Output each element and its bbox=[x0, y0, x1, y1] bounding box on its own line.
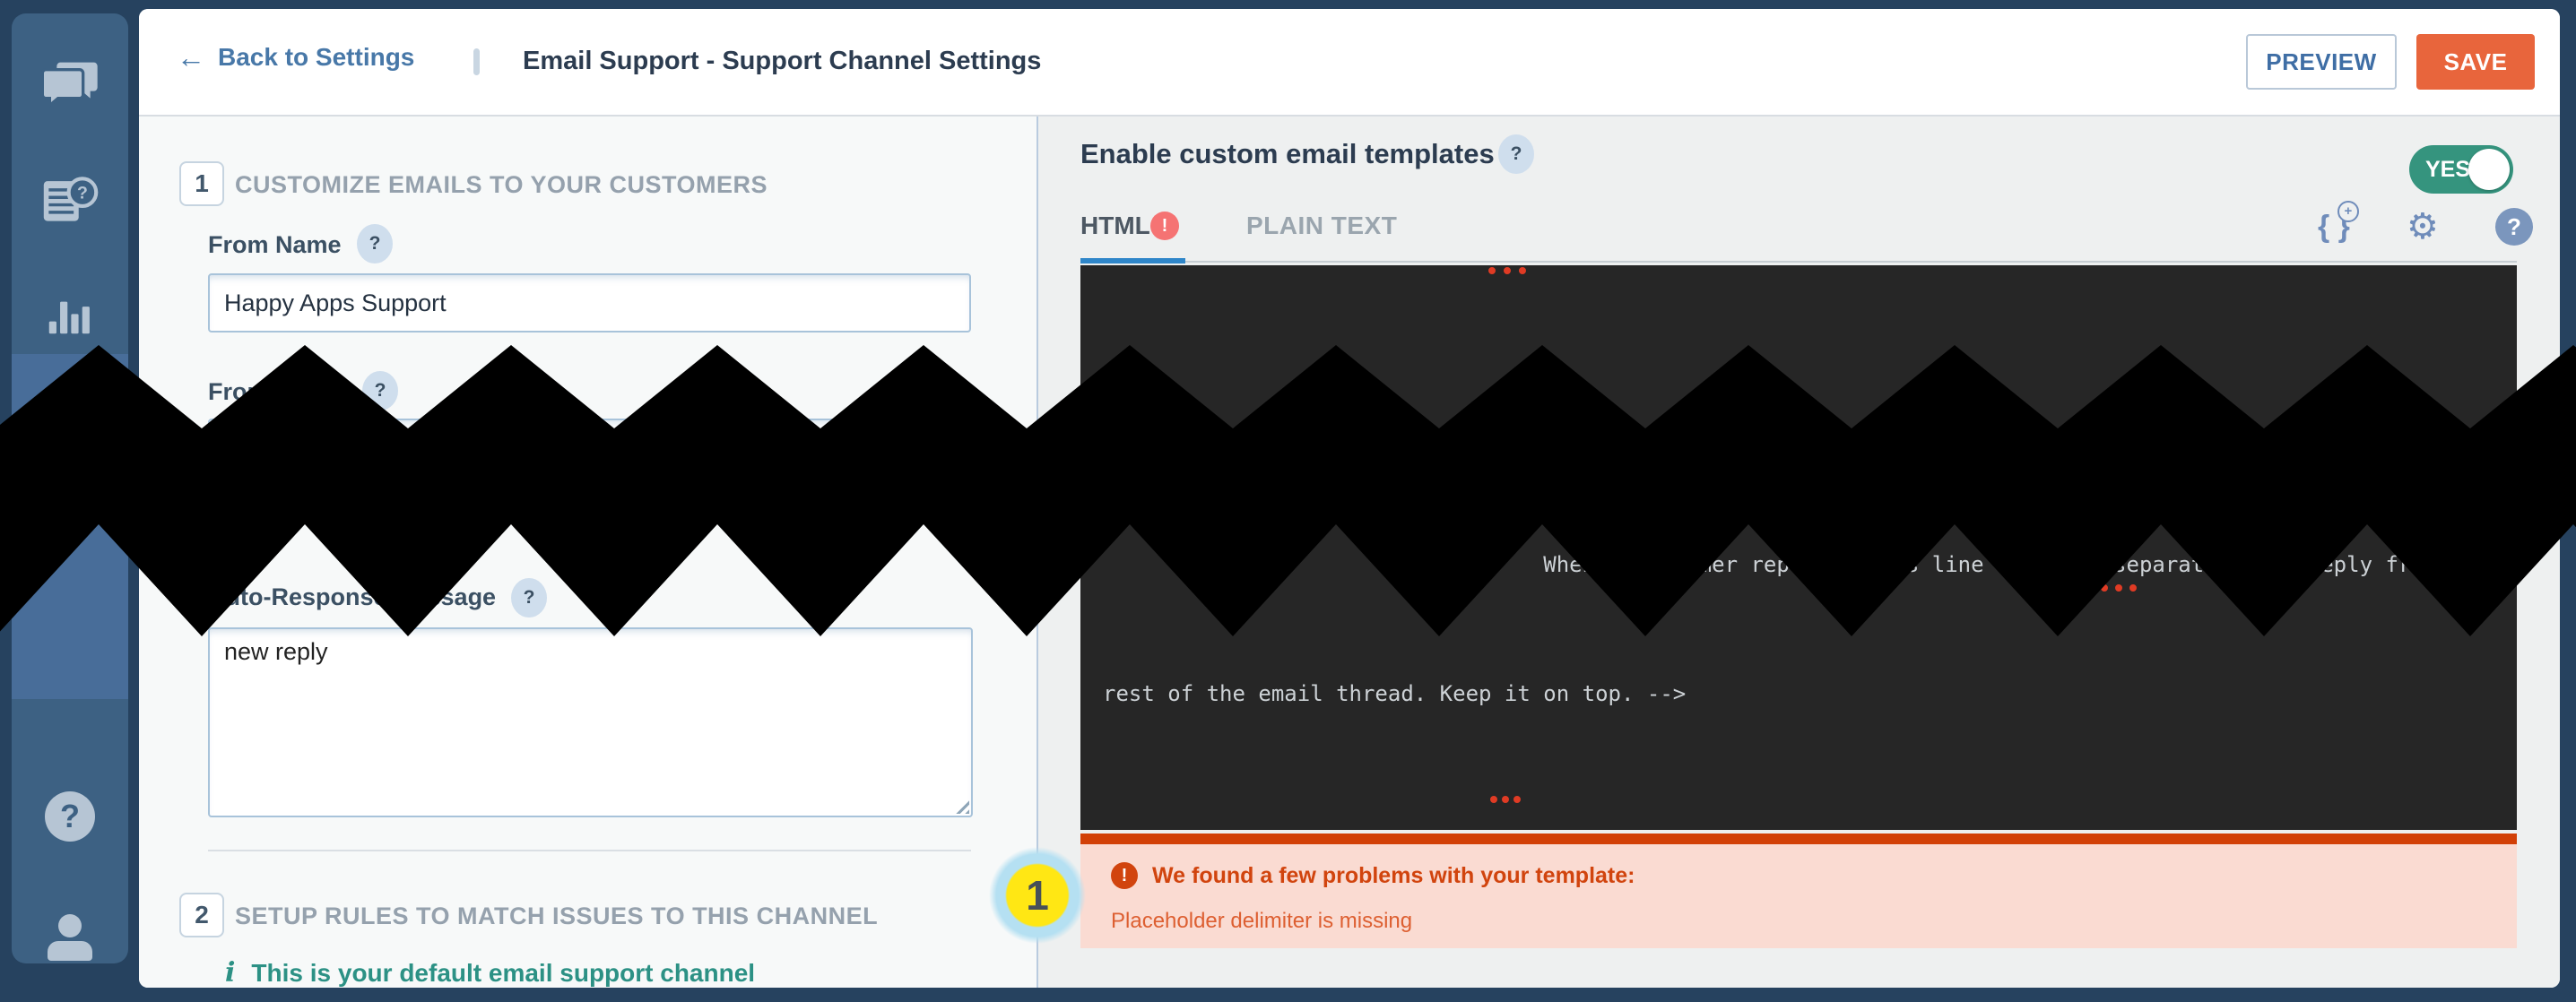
back-arrow-icon: ← bbox=[177, 41, 205, 73]
error-heading-row: ! We found a few problems with your temp… bbox=[1111, 862, 1635, 889]
account-icon[interactable] bbox=[12, 914, 128, 961]
tab-baseline bbox=[1185, 261, 2517, 263]
section-divider bbox=[208, 850, 971, 851]
error-underline-dots bbox=[2101, 584, 2137, 592]
section2-title: SETUP RULES TO MATCH ISSUES TO THIS CHAN… bbox=[235, 903, 879, 929]
reports-icon[interactable] bbox=[12, 289, 128, 336]
toggle-yes-label: YES bbox=[2425, 156, 2471, 182]
section2-number: 2 bbox=[179, 893, 224, 937]
help-icon[interactable]: ? bbox=[12, 791, 128, 842]
html-template-editor[interactable]: <!-- delimiter: When a customer replies,… bbox=[1080, 265, 2517, 830]
insert-placeholder-icon[interactable]: { }+ bbox=[2318, 200, 2359, 245]
template-error-panel: ! We found a few problems with your temp… bbox=[1080, 834, 2517, 948]
obscured-text-fragment: rke bbox=[605, 516, 639, 543]
obscured-text-fragment: dur bbox=[408, 516, 444, 543]
error-underline-dots bbox=[1490, 796, 1521, 803]
error-detail: Placeholder delimiter is missing bbox=[1111, 909, 1413, 933]
enable-templates-title: Enable custom email templates bbox=[1080, 138, 1495, 169]
back-label: Back to Settings bbox=[218, 43, 415, 71]
auto-response-label: Auto-Response Message bbox=[208, 583, 497, 610]
section1-number: 1 bbox=[179, 161, 224, 206]
page-title: Email Support - Support Channel Settings bbox=[523, 47, 1042, 75]
html-error-badge: ! bbox=[1150, 212, 1179, 240]
from-email-help-badge[interactable]: ? bbox=[362, 371, 398, 410]
editor-help-icon[interactable]: ? bbox=[2495, 208, 2533, 246]
active-tab-underline bbox=[1080, 258, 1185, 263]
editor-toolbar: { }+ ⚙ ? bbox=[2318, 200, 2533, 246]
annotation-marker-1: 1 bbox=[950, 808, 1125, 983]
knowledge-base-icon[interactable]: ? bbox=[12, 173, 128, 227]
topbar-divider bbox=[473, 48, 480, 75]
info-icon: i bbox=[225, 957, 236, 988]
tab-html[interactable]: HTML bbox=[1080, 212, 1150, 239]
sidebar: ? ? bbox=[12, 13, 128, 963]
from-email-label: From Email bbox=[208, 378, 341, 405]
info-note-text: This is your default email support chann… bbox=[251, 959, 756, 987]
save-button[interactable]: SAVE bbox=[2416, 34, 2535, 90]
section1-title: CUSTOMIZE EMAILS TO YOUR CUSTOMERS bbox=[235, 171, 768, 198]
error-heading: We found a few problems with your templa… bbox=[1152, 862, 1635, 888]
obscured-text-fragment: Io bbox=[207, 516, 228, 543]
back-to-settings-link[interactable]: ← Back to Settings bbox=[177, 43, 414, 72]
auto-response-textarea[interactable] bbox=[208, 627, 973, 817]
from-name-label: From Name bbox=[208, 231, 342, 258]
sidebar-active-item[interactable] bbox=[12, 354, 128, 699]
preview-button[interactable]: PREVIEW bbox=[2246, 34, 2397, 90]
template-code: <!-- delimiter: When a customer replies,… bbox=[1103, 423, 2490, 706]
auto-response-help-badge[interactable]: ? bbox=[511, 578, 547, 618]
main-card: ← Back to Settings Email Support - Suppo… bbox=[139, 9, 2560, 988]
from-name-help-badge[interactable]: ? bbox=[357, 224, 393, 263]
gear-icon[interactable]: ⚙ bbox=[2407, 207, 2439, 246]
toggle-knob bbox=[2468, 149, 2510, 190]
tab-plain-text[interactable]: PLAIN TEXT bbox=[1246, 212, 1398, 239]
enable-templates-help-badge[interactable]: ? bbox=[1498, 134, 1534, 174]
help-question-glyph: ? bbox=[45, 791, 95, 842]
default-channel-note: i This is your default email support cha… bbox=[225, 957, 755, 988]
enable-templates-toggle[interactable]: YES bbox=[2409, 145, 2513, 194]
from-email-input[interactable] bbox=[208, 419, 971, 478]
svg-text:?: ? bbox=[77, 184, 88, 203]
conversations-icon[interactable] bbox=[12, 60, 128, 110]
from-name-input[interactable] bbox=[208, 273, 971, 333]
topbar: ← Back to Settings Email Support - Suppo… bbox=[139, 9, 2560, 117]
error-underline-dots bbox=[1488, 267, 1526, 274]
